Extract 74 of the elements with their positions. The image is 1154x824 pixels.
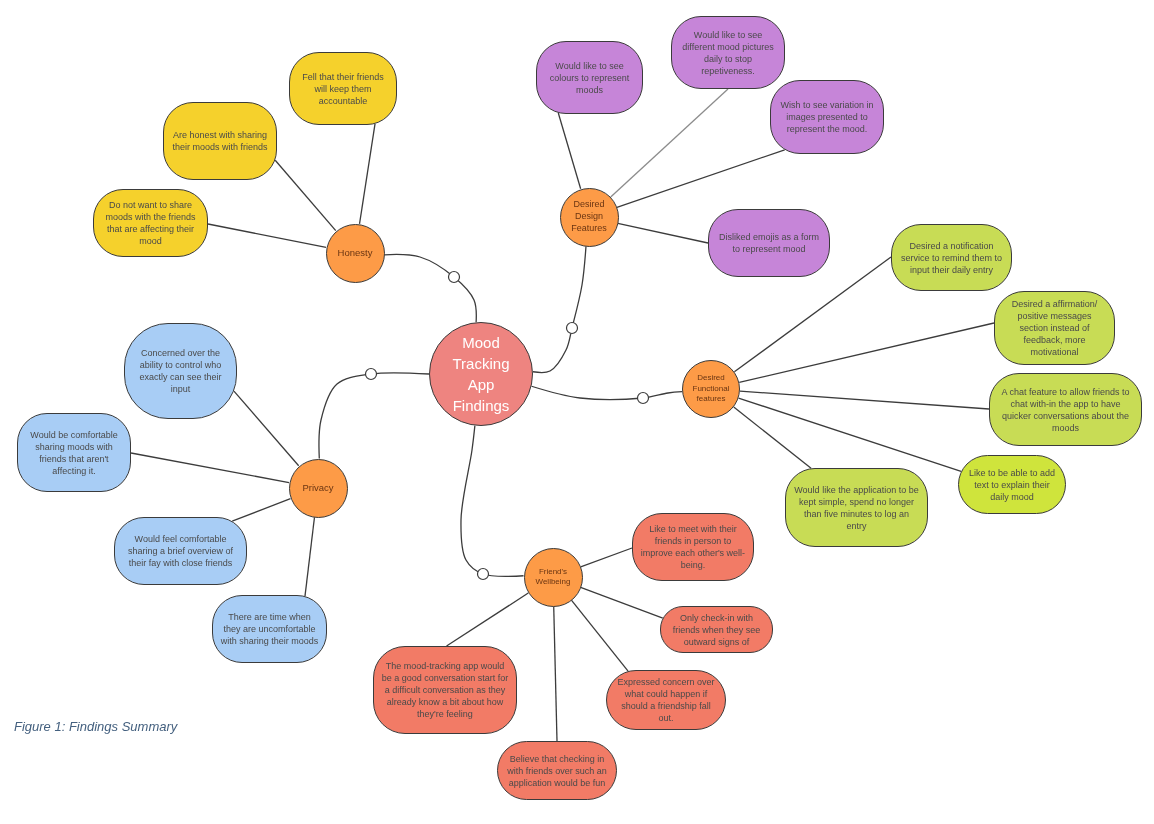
finding-text: Do not want to share moods with the friends that are affecting their mood <box>104 199 197 247</box>
connector-line <box>530 385 683 401</box>
finding-node <box>114 517 247 585</box>
finding-node <box>671 16 785 89</box>
finding-text: Would like to see different mood pictures daily to stop repetiveness. <box>681 28 775 77</box>
connector-line <box>610 88 729 198</box>
finding-text: The mood-tracking app would be a good conversation start for a difficult conversation as they already know a bit about how they're feeling <box>381 660 509 720</box>
central-topic-title: Mood Tracking App Findings <box>451 333 511 416</box>
connector-line <box>304 516 316 597</box>
finding-node <box>989 373 1142 446</box>
finding-node <box>536 41 643 114</box>
finding-text: Expressed concern over what could happen if should a friendship fall out. <box>616 676 716 724</box>
connector-line <box>739 390 990 410</box>
finding-node <box>994 291 1115 365</box>
finding-text: Concerned over the ability to control who exactly can see their input <box>138 347 223 395</box>
finding-text: Desired a notification service to remind them to input their daily entry <box>899 239 1003 276</box>
connector-line <box>358 123 376 225</box>
connector-line <box>445 592 529 647</box>
finding-node <box>124 323 237 419</box>
finding-text: Fell that their friends will keep them accountable <box>301 70 385 107</box>
connector-line <box>207 223 327 248</box>
subtopic-label: Privacy <box>302 481 334 495</box>
finding-text: Believe that checking in with friends over such an application would be fun <box>506 752 608 789</box>
finding-node <box>785 468 928 547</box>
connector-line <box>738 322 995 384</box>
finding-node <box>632 513 754 581</box>
finding-node <box>93 189 208 257</box>
finding-text: Desired a affirmation/ positive messages section instead of feedback, more motivational <box>1010 298 1099 358</box>
connector-line <box>570 599 629 672</box>
finding-text: There are time when they are uncomfortable with sharing their moods <box>220 611 319 647</box>
connector-line <box>130 452 290 484</box>
finding-node <box>373 646 517 734</box>
connector-line <box>737 397 962 472</box>
subtopic-label: Desired Design Features <box>570 199 608 235</box>
connector-line <box>318 372 430 460</box>
finding-text: Are honest with sharing their moods with friends <box>171 129 269 153</box>
connector-line <box>616 149 786 209</box>
subtopic-label: Desired Functional features <box>691 373 731 405</box>
connector-line <box>557 112 582 190</box>
finding-node <box>708 209 830 277</box>
finding-node <box>891 224 1012 291</box>
connector-line <box>733 256 892 373</box>
finding-node <box>163 102 277 180</box>
connector-line <box>553 605 558 742</box>
finding-node <box>289 52 397 125</box>
connector-line <box>383 253 477 323</box>
connector-line <box>460 425 525 577</box>
finding-text: Like to be able to add text to explain their daily mood <box>967 466 1057 503</box>
finding-text: Wish to see variation in images presented to represent the mood. <box>779 99 875 135</box>
connector-line <box>580 547 633 568</box>
connector-line <box>532 245 587 374</box>
finding-text: Would like to see colours to represent moods <box>548 59 631 96</box>
finding-text: Would feel comfortable sharing a brief overview of their fay with close friends <box>126 533 235 569</box>
finding-node <box>212 595 327 663</box>
finding-node <box>660 606 773 653</box>
finding-text: Would be comfortable sharing moods with friends that aren't affecting it. <box>29 428 119 477</box>
finding-node <box>606 670 726 730</box>
figure-caption: Figure 1: Findings Summary <box>14 719 178 734</box>
finding-text: Would like the application to be kept simple, spend no longer than five minutes to log an entry <box>793 483 920 532</box>
finding-node <box>958 455 1066 514</box>
finding-text: A chat feature to allow friends to chat with-in the app to have quicker conversations about the moods <box>1000 385 1131 434</box>
connector-line <box>733 406 812 469</box>
finding-node <box>17 413 131 492</box>
connector-line <box>580 586 664 619</box>
finding-node <box>770 80 884 154</box>
connector-line <box>274 159 337 232</box>
subtopic-label: Honesty <box>337 246 373 260</box>
finding-text: Like to meet with their friends in person to improve each other's well-being. <box>640 523 746 571</box>
connector-line <box>617 222 709 244</box>
finding-text: Disliked emojis as a form to represent mood <box>718 231 820 255</box>
connector-line <box>233 390 300 467</box>
connector-line <box>231 498 292 522</box>
finding-text: Only check-in with friends when they see outward signs of <box>671 611 762 648</box>
subtopic-label: Friend's Wellbeing <box>534 566 572 588</box>
